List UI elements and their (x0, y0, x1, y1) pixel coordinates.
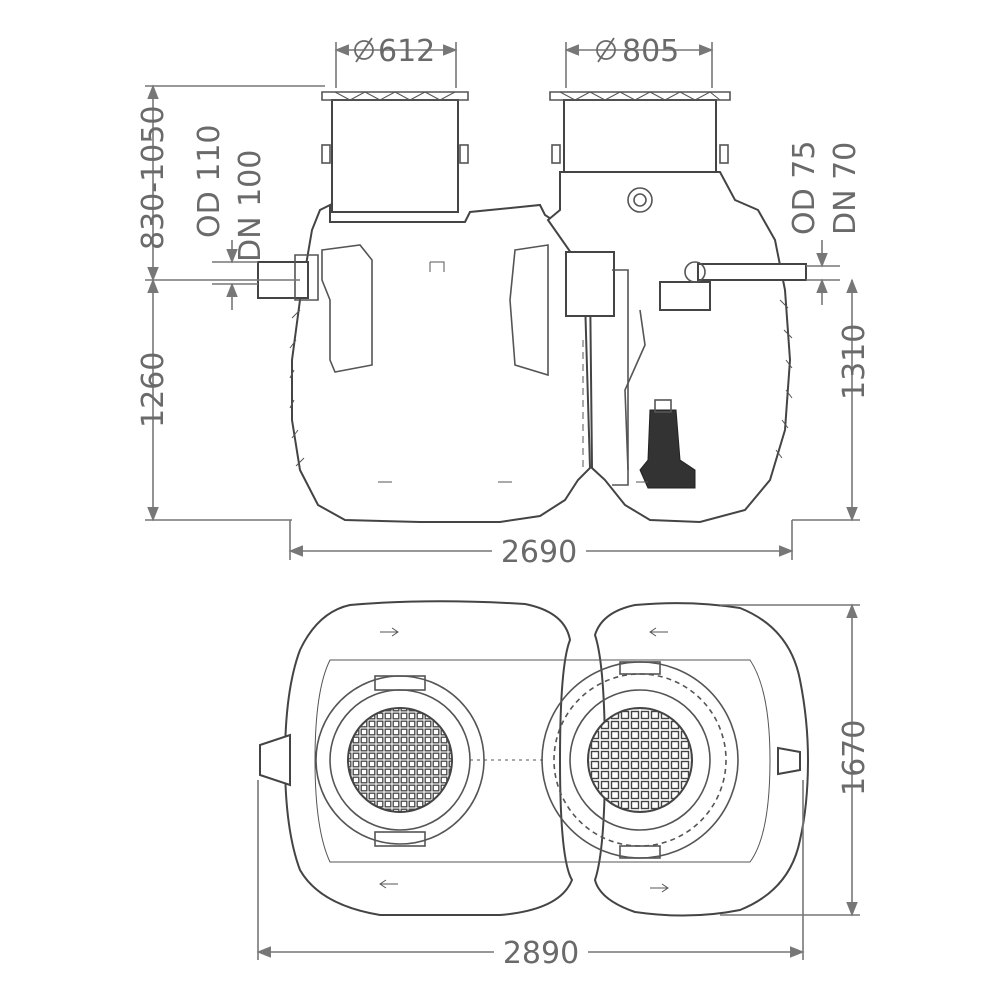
top-view (259, 600, 810, 917)
diameter-612-label: 612 (354, 34, 435, 69)
dimensions: 612 805 830-1050 OD 110 DN 100 1260 OD 7… (136, 34, 872, 971)
dn-70: DN 70 (828, 142, 863, 235)
height-1260: 1260 (136, 352, 171, 428)
depth-1670: 1670 (837, 720, 872, 796)
dn-100: DN 100 (233, 150, 268, 262)
diameter-805-label: 805 (596, 34, 679, 69)
height-830-1050: 830-1050 (136, 106, 171, 250)
pump (639, 409, 696, 489)
od-110: OD 110 (192, 124, 227, 238)
diameter-805: 805 (622, 34, 679, 69)
right-lid-grate (587, 707, 693, 813)
left-lid-grate (347, 707, 453, 813)
right-shaft (563, 99, 717, 173)
left-shaft (331, 99, 459, 213)
diameter-612: 612 (378, 34, 435, 69)
width-2890: 2890 (503, 936, 579, 971)
width-2690: 2690 (501, 535, 577, 570)
height-1310: 1310 (837, 324, 872, 400)
od-75: OD 75 (787, 141, 822, 235)
left-tank-body (291, 203, 592, 523)
side-view (257, 91, 807, 524)
